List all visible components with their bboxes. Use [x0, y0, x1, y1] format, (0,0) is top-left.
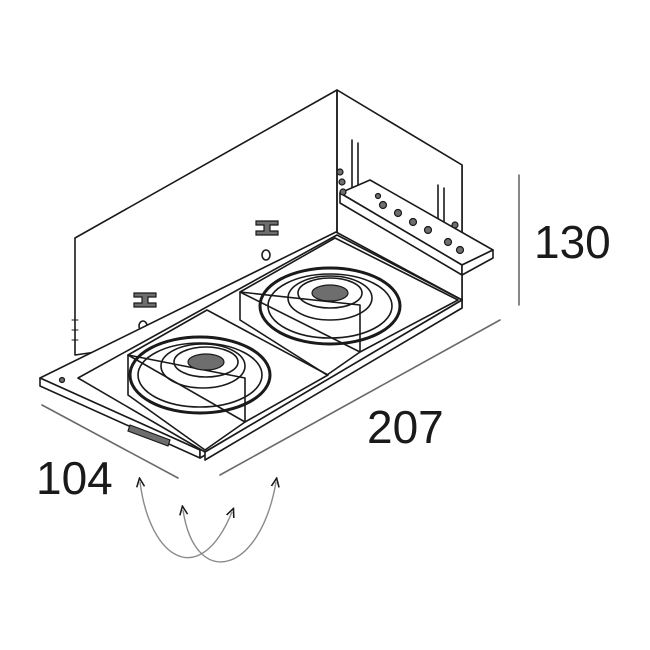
bracket-screws — [336, 168, 465, 255]
lamp-cell-right — [239, 237, 459, 376]
dimension-length-label: 207 — [367, 401, 444, 453]
clip-symbol-right — [255, 220, 279, 261]
dimension-width-label: 104 — [36, 452, 113, 504]
dimension-line-width — [41, 404, 179, 479]
dimension-line-length — [219, 319, 501, 476]
tilt-arrows-icon — [140, 482, 276, 563]
dimension-height-label: 130 — [534, 216, 611, 268]
lamp-cell-left — [127, 309, 329, 451]
mounting-bracket — [336, 139, 494, 276]
